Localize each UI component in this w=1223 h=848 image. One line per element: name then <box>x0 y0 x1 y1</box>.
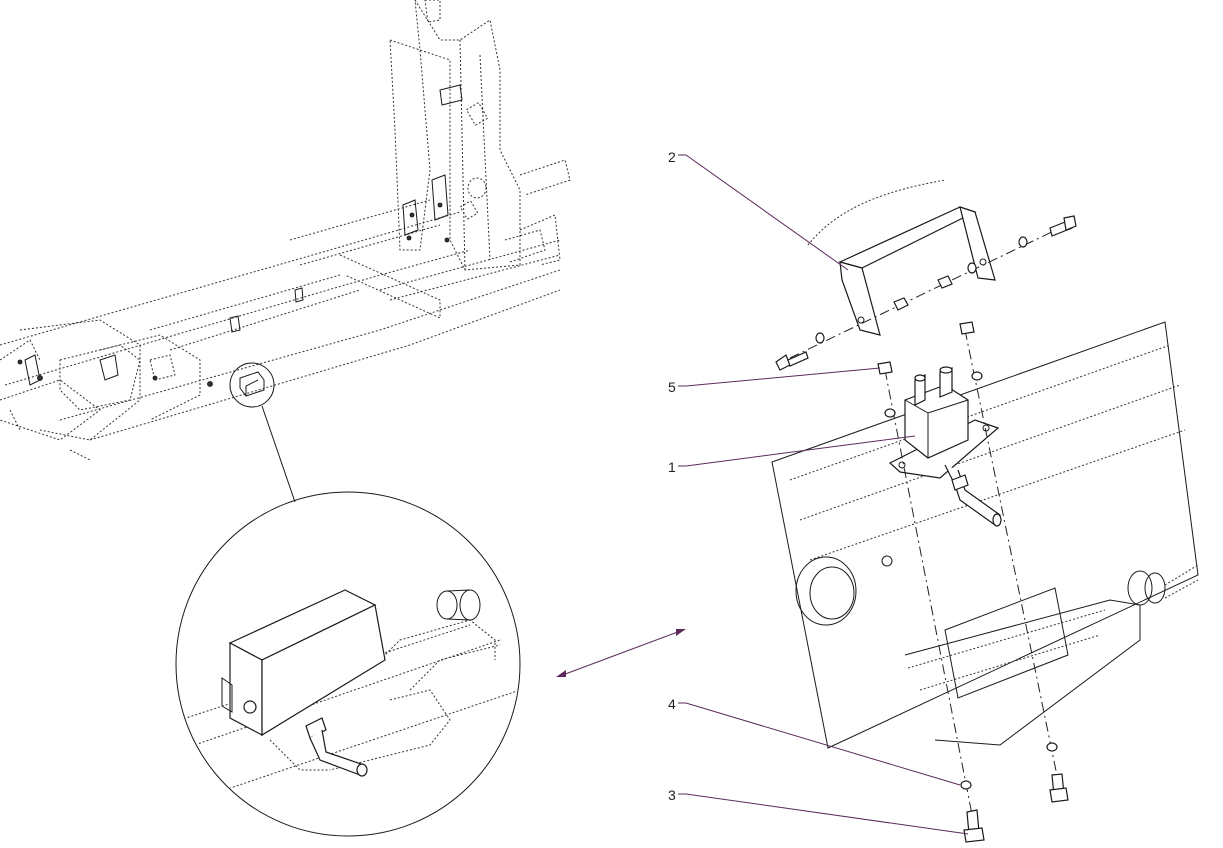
exploded-view <box>771 179 1199 843</box>
callout-2-label: 2 <box>668 149 676 165</box>
chassis-frame <box>0 0 571 461</box>
callout-4: 4 <box>668 696 961 786</box>
callout-3: 3 <box>668 787 969 835</box>
callout-2: 2 <box>668 149 849 271</box>
detail-leader-line <box>261 405 296 503</box>
callout-3-label: 3 <box>668 787 676 803</box>
mounting-plate <box>771 321 1199 749</box>
guard-bracket <box>838 206 977 269</box>
detail-view-circle <box>175 491 521 837</box>
callout-5: 5 <box>668 367 881 395</box>
callout-1-label: 1 <box>668 459 676 475</box>
detail-arrow <box>556 629 686 677</box>
callout-5-label: 5 <box>668 379 676 395</box>
callout-4-label: 4 <box>668 696 676 712</box>
callout-1: 1 <box>668 435 916 475</box>
